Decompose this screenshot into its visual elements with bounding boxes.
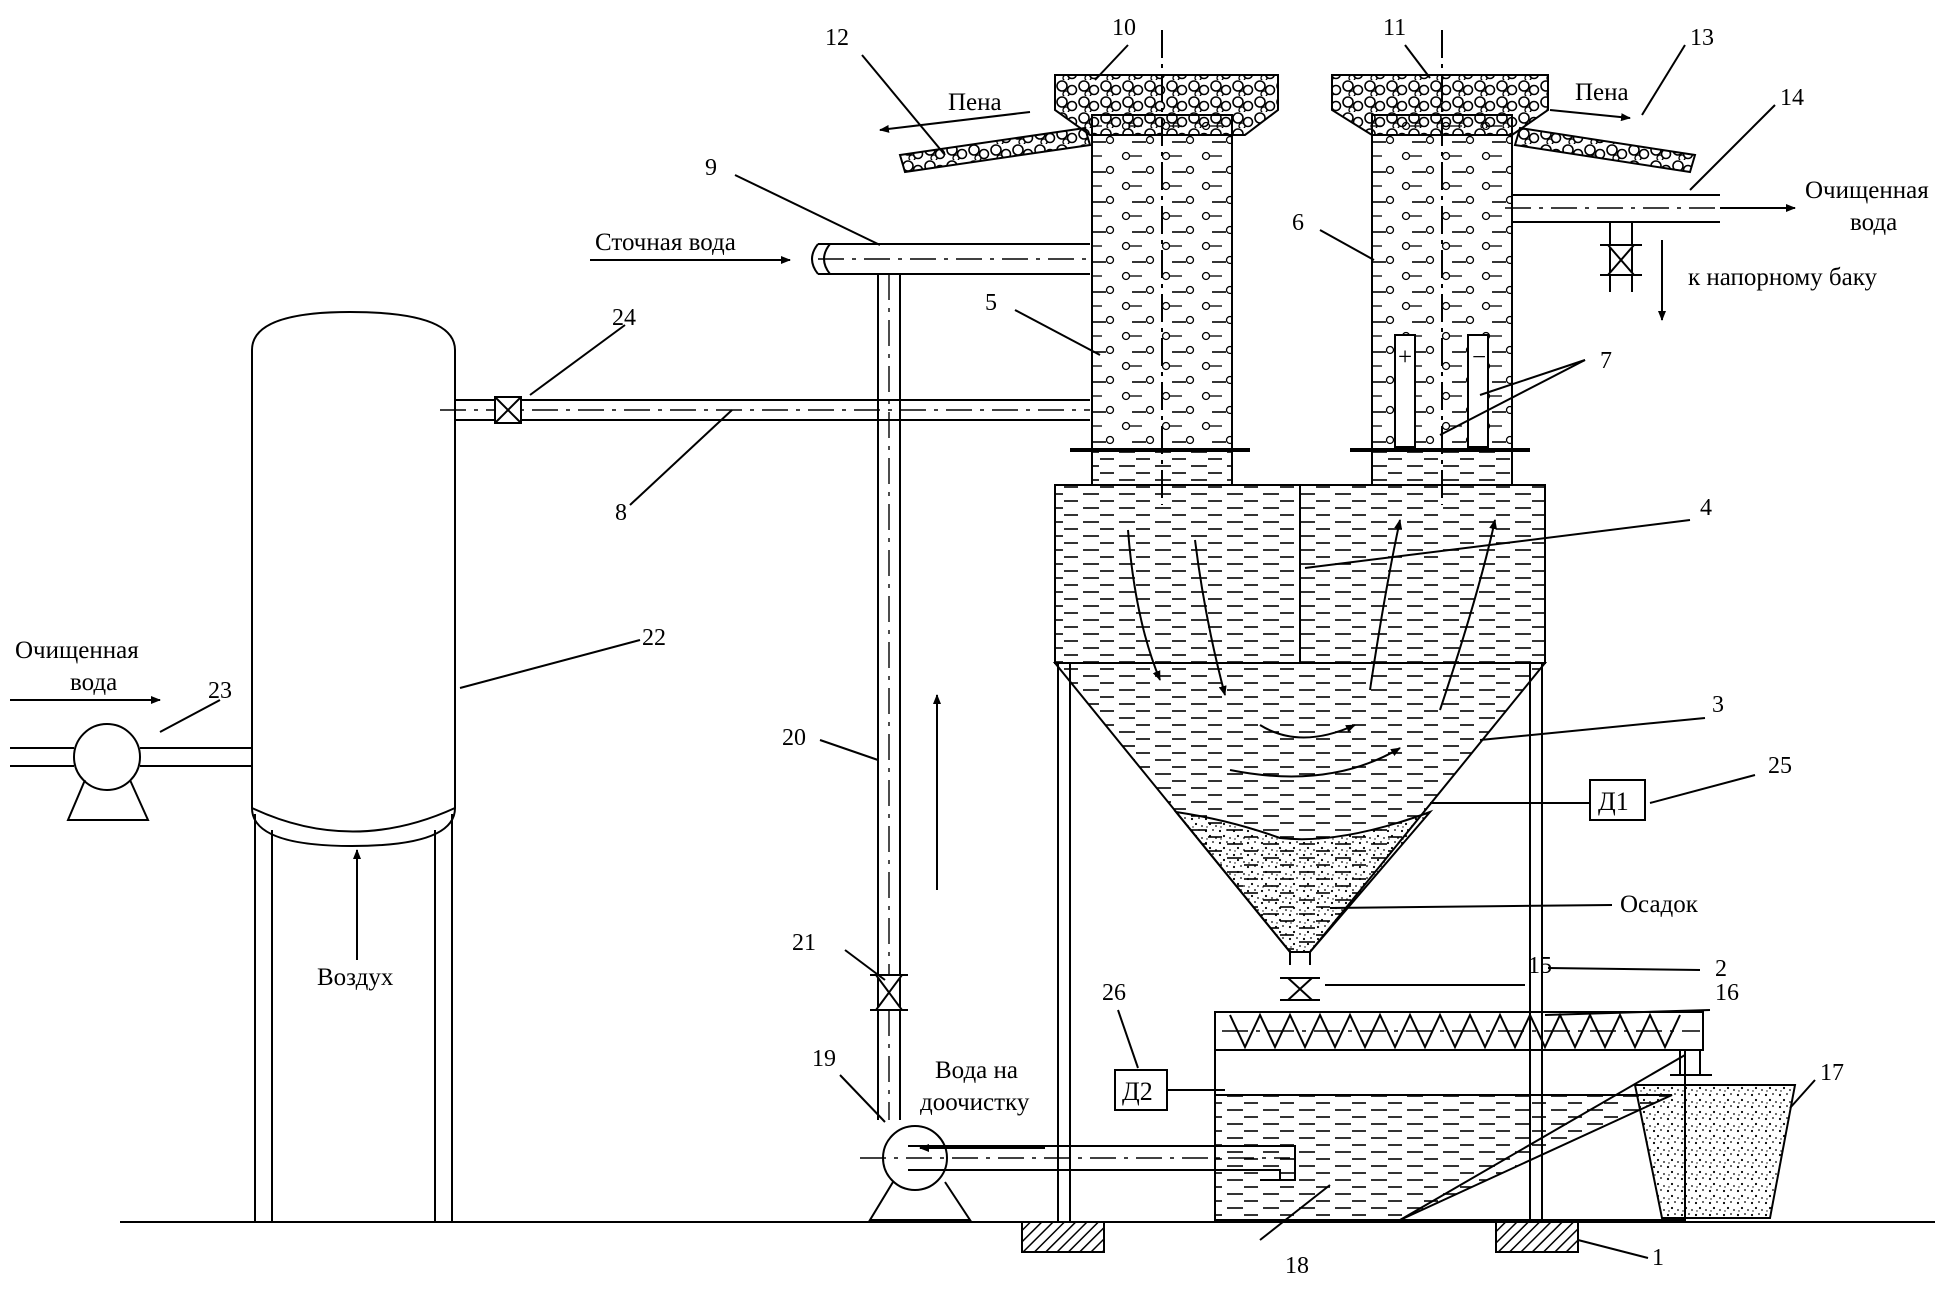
clean-water-out-label-1: Очищенная bbox=[1805, 177, 1929, 204]
foam-trough-13 bbox=[1513, 126, 1697, 174]
foam-right-label: Пена bbox=[1575, 79, 1629, 106]
valve-15 bbox=[1285, 977, 1315, 1001]
air-label: Воздух bbox=[317, 964, 394, 991]
callout-24: 24 bbox=[612, 305, 636, 331]
foam-trough-12 bbox=[898, 126, 1092, 174]
callout-9: 9 bbox=[705, 155, 717, 181]
callout-22: 22 bbox=[642, 625, 666, 651]
callout-23: 23 bbox=[208, 678, 232, 704]
foundation-right bbox=[1495, 1221, 1579, 1253]
callout-18: 18 bbox=[1285, 1253, 1309, 1279]
wastewater-label: Сточная вода bbox=[595, 229, 736, 256]
clean-water-out-label-2: вода bbox=[1850, 209, 1897, 236]
foam-left-label: Пена bbox=[948, 89, 1002, 116]
callout-25: 25 bbox=[1768, 753, 1792, 779]
foam-hopper-11 bbox=[1331, 74, 1549, 136]
callout-7: 7 bbox=[1600, 348, 1612, 374]
callout-26: 26 bbox=[1102, 980, 1126, 1006]
callout-13: 13 bbox=[1690, 25, 1714, 51]
sediment-label: Осадок bbox=[1620, 891, 1699, 918]
callout-16: 16 bbox=[1715, 980, 1739, 1006]
pressure-tank-bottom bbox=[251, 807, 456, 833]
callout-6: 6 bbox=[1292, 210, 1304, 236]
callout-12: 12 bbox=[825, 25, 849, 51]
callout-19: 19 bbox=[812, 1046, 836, 1072]
pipe-9 bbox=[818, 243, 1090, 275]
callout-10: 10 bbox=[1112, 15, 1136, 41]
callout-1: 1 bbox=[1652, 1245, 1664, 1271]
callout-2: 2 bbox=[1715, 956, 1727, 982]
posttreat-label-2: доочистку bbox=[920, 1089, 1030, 1116]
clean-water-in-label-1: Очищенная bbox=[15, 637, 139, 664]
callout-15: 15 bbox=[1528, 953, 1552, 979]
callout-21: 21 bbox=[792, 930, 816, 956]
electrode-plus-sign: + bbox=[1398, 344, 1412, 371]
clean-water-in-label-2: вода bbox=[70, 669, 117, 696]
sensor-d1 bbox=[1589, 779, 1646, 821]
pump-23 bbox=[73, 723, 141, 791]
callout-11: 11 bbox=[1383, 15, 1406, 41]
sensor-d1-label: Д1 bbox=[1598, 787, 1629, 816]
sediment bbox=[1173, 809, 1434, 953]
callout-3: 3 bbox=[1712, 692, 1724, 718]
foam-hopper-10 bbox=[1054, 74, 1279, 136]
callout-17: 17 bbox=[1820, 1060, 1844, 1086]
to-pressure-tank-label: к напорному баку bbox=[1688, 264, 1878, 291]
sediment-bin-17 bbox=[1633, 1084, 1797, 1219]
foundation-left bbox=[1021, 1221, 1105, 1253]
callout-14: 14 bbox=[1780, 85, 1804, 111]
sensor-d2 bbox=[1114, 1069, 1168, 1111]
callout-5: 5 bbox=[985, 290, 997, 316]
screw bbox=[1229, 1012, 1681, 1050]
callout-4: 4 bbox=[1700, 495, 1712, 521]
callout-8: 8 bbox=[615, 500, 627, 526]
pressure-tank bbox=[251, 310, 456, 848]
pump-19-base bbox=[868, 1181, 972, 1221]
pump-23-base bbox=[66, 779, 150, 821]
tank-water bbox=[1214, 1094, 1673, 1221]
posttreat-label-1: Вода на bbox=[935, 1057, 1018, 1084]
valve-21 bbox=[874, 974, 904, 1011]
sensor-d2-label: Д2 bbox=[1122, 1077, 1153, 1106]
callout-20: 20 bbox=[782, 725, 806, 751]
outlet-valve bbox=[1605, 244, 1637, 276]
electrode-minus-sign: − bbox=[1472, 344, 1486, 371]
electrode-plus bbox=[1394, 334, 1416, 448]
